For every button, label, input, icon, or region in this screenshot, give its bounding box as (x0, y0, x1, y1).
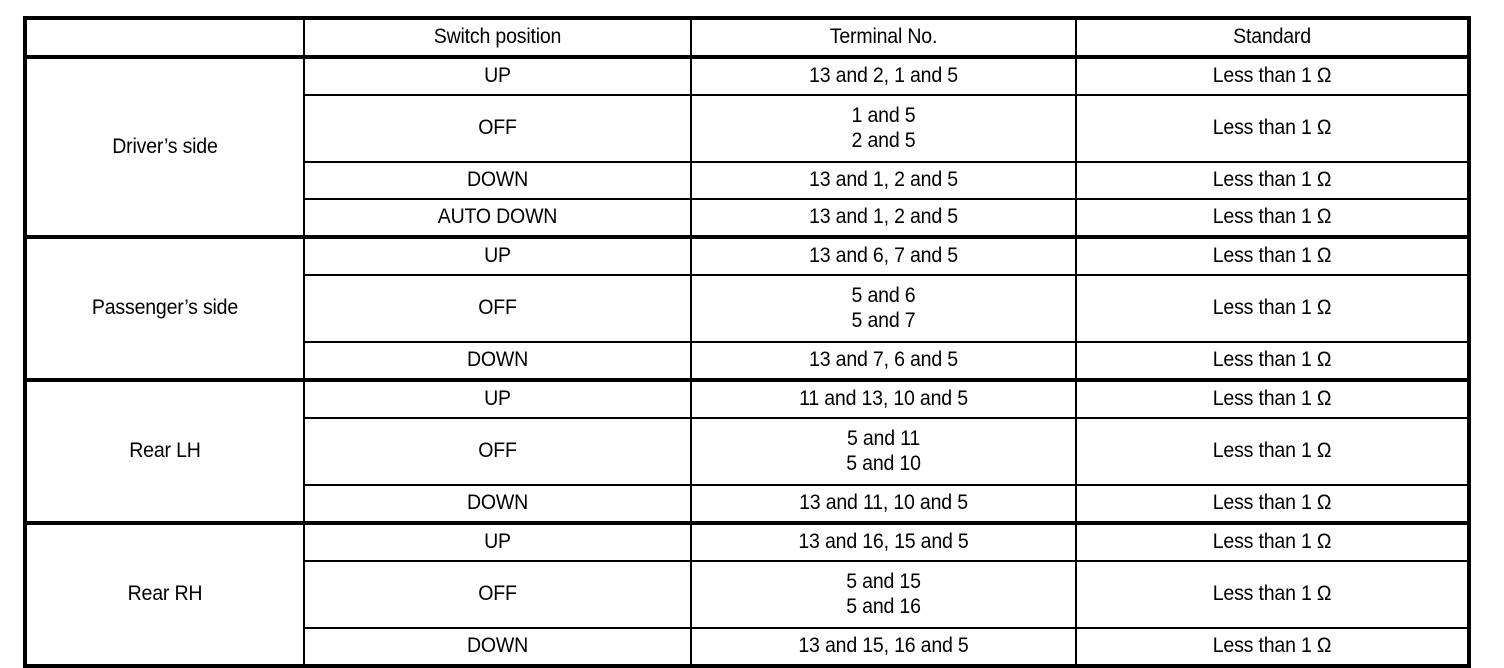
switch-position-cell: DOWN (316, 341, 679, 382)
switch-position-cell: OFF (316, 274, 679, 343)
table-header: Switch position Terminal No. Standard (25, 16, 1469, 59)
terminal-line-2: 5 and 7 (851, 308, 916, 332)
terminal-no-cell: 13 and 15, 16 and 5 (703, 627, 1064, 668)
terminal-no-cell: 13 and 6, 7 and 5 (703, 235, 1064, 276)
terminal-no-cell: 13 and 16, 15 and 5 (703, 521, 1064, 562)
terminal-line-2: 5 and 16 (846, 594, 921, 618)
standard-cell: Less than 1 Ω (1088, 341, 1457, 382)
table-row: Rear LH UP 11 and 13, 10 and 5 Less than 1 … (25, 378, 1469, 524)
standard-cell: Less than 1 Ω (1088, 378, 1457, 419)
terminal-line-2: 5 and 10 (846, 451, 921, 475)
terminal-no-cell: 13 and 1, 2 and 5 (703, 198, 1064, 239)
standard-cell: Less than 1 Ω (1088, 235, 1457, 276)
switch-position-cell: UP (316, 235, 679, 276)
terminal-line-1: 5 and 15 (846, 569, 921, 593)
standard-cell: Less than 1 Ω (1088, 56, 1457, 96)
group-label-2: Passenger’s side (33, 235, 296, 381)
switch-position-cell: OFF (316, 560, 679, 629)
switch-position-cell: UP (316, 56, 679, 96)
standard-cell: Less than 1 Ω (1088, 274, 1457, 343)
power-window-switch-continuity-table: Switch position Terminal No. Standard Dr… (23, 16, 1471, 668)
standard-cell: Less than 1 Ω (1088, 521, 1457, 562)
table-row: Passenger’s side UP 13 and 6, 7 and 5 Less … (25, 235, 1469, 381)
table-row: DOWN 13 and 15, 16 and 5 Less than 1 Ω (25, 627, 1469, 668)
switch-position-cell: DOWN (316, 627, 679, 668)
column-header-switch-position: Switch position (316, 16, 679, 59)
terminal-line-1: 5 and 11 (846, 426, 921, 450)
switch-position-cell: OFF (316, 94, 679, 163)
table-row: AUTO DOWN 13 and 1, 2 and 5 Less than 1 Ω (25, 198, 1469, 239)
switch-position-cell: UP (316, 521, 679, 562)
terminal-no-cell: 13 and 11, 10 and 5 (703, 484, 1064, 525)
terminal-no-cell: 13 and 7, 6 and 5 (703, 341, 1064, 382)
switch-position-cell: UP (316, 378, 679, 419)
table-row: DOWN 13 and 1, 2 and 5 Less than 1 Ω (25, 161, 1469, 200)
column-header-terminal-no: Terminal No. (703, 16, 1064, 59)
switch-position-cell: OFF (316, 417, 679, 486)
group-label-1: Driver’s side (33, 56, 296, 238)
standard-cell: Less than 1 Ω (1088, 94, 1457, 163)
column-header-group (32, 16, 296, 59)
switch-position-cell: DOWN (316, 161, 679, 200)
standard-cell: Less than 1 Ω (1088, 627, 1457, 668)
standard-cell: Less than 1 Ω (1088, 560, 1457, 629)
group-label-4: Rear RH (33, 521, 296, 667)
header-row: Switch position Terminal No. Standard (25, 16, 1469, 59)
terminal-line-1: 1 and 5 (851, 103, 916, 127)
switch-position-cell: DOWN (316, 484, 679, 525)
standard-cell: Less than 1 Ω (1088, 417, 1457, 486)
terminal-no-cell: 13 and 1, 2 and 5 (703, 161, 1064, 200)
standard-cell: Less than 1 Ω (1088, 484, 1457, 525)
terminal-line-1: 5 and 6 (851, 283, 916, 307)
terminal-line-2: 2 and 5 (851, 128, 916, 152)
terminal-no-cell: 13 and 2, 1 and 5 (703, 56, 1064, 96)
table-row: Driver’s side UP 13 and 2, 1 and 5 Less tha… (25, 56, 1469, 238)
standard-cell: Less than 1 Ω (1088, 198, 1457, 239)
standard-cell: Less than 1 Ω (1088, 161, 1457, 200)
switch-position-cell: AUTO DOWN (316, 198, 679, 239)
table-row: Rear RH UP 13 and 16, 15 and 5 Less than 1 … (25, 521, 1469, 667)
terminal-no-cell: 11 and 13, 10 and 5 (703, 378, 1064, 419)
table-row: DOWN 13 and 11, 10 and 5 Less than 1 Ω (25, 484, 1469, 525)
column-header-standard: Standard (1088, 16, 1458, 59)
group-label-3: Rear LH (33, 378, 296, 524)
table-row: DOWN 13 and 7, 6 and 5 Less than 1 Ω (25, 341, 1469, 382)
